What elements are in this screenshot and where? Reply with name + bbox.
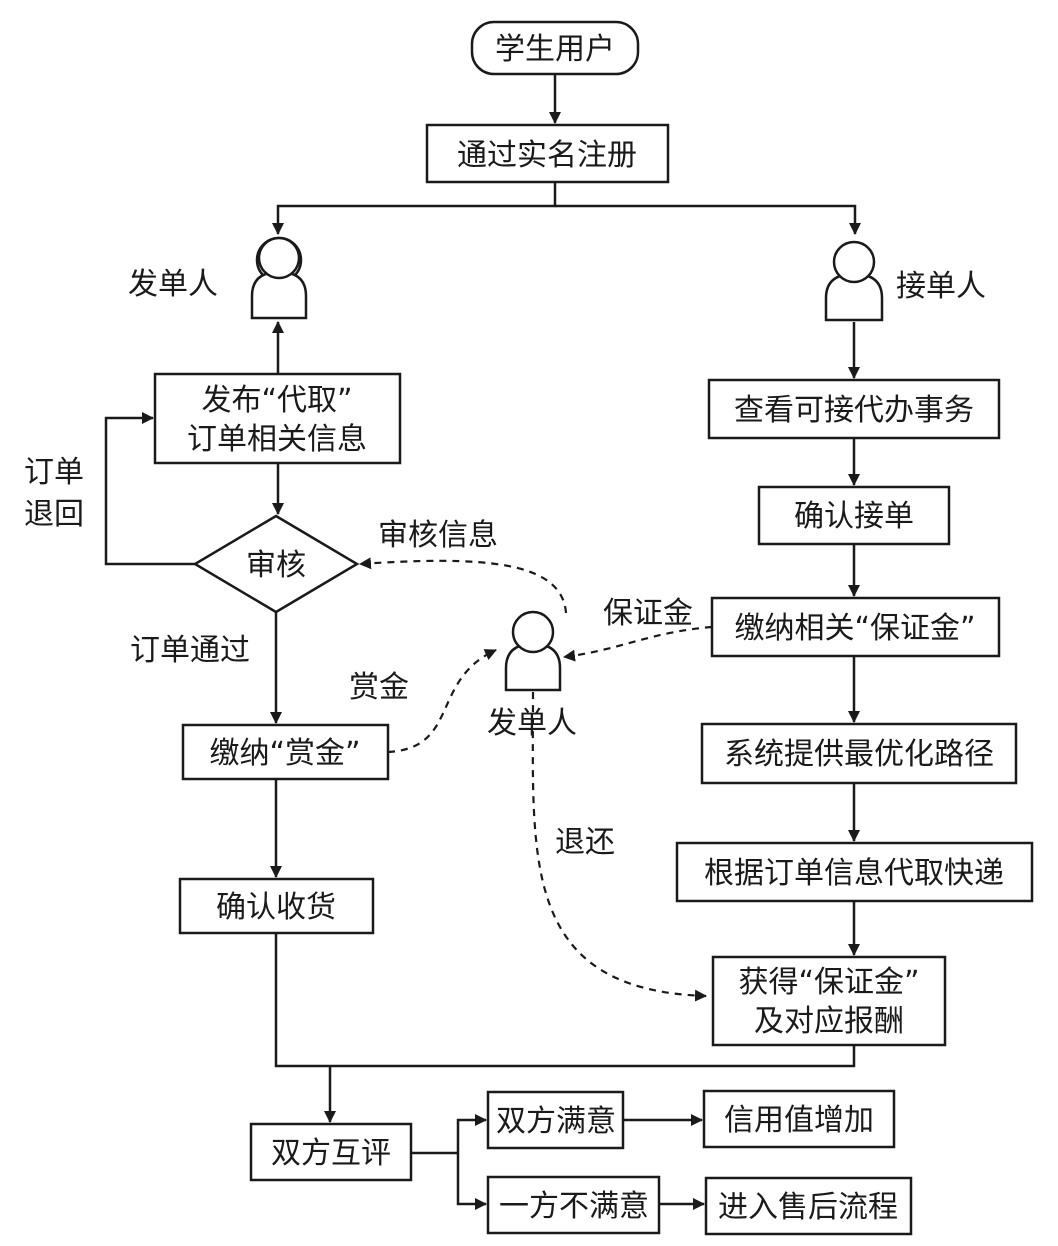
optimal-path-label: 系统提供最优化路径 (724, 737, 994, 772)
publisher-person-icon (250, 236, 308, 320)
view-tasks-label: 查看可接代办事务 (734, 393, 974, 428)
view-tasks-node (707, 378, 1001, 440)
order-return-line2: 退回 (24, 497, 84, 532)
register-node (425, 123, 670, 184)
mutual-review-node (249, 1122, 413, 1182)
student-user-label: 学生用户 (495, 32, 615, 67)
after-sales-label: 进入售后流程 (718, 1190, 898, 1225)
publish-order-line1: 发布“代取” (201, 383, 352, 418)
edge-review-return (104, 412, 195, 566)
one-unsatisfied-node (486, 1175, 661, 1235)
get-deposit-line2: 及对应报酬 (754, 1004, 904, 1039)
credit-increase-label: 信用值增加 (724, 1103, 874, 1138)
get-deposit-node (711, 955, 947, 1047)
edge-deposit-center (563, 625, 713, 662)
edge-confirm-merge (274, 933, 330, 1068)
mutual-review-label: 双方互评 (271, 1136, 391, 1171)
refund-label: 退还 (555, 825, 615, 860)
pay-deposit-node (710, 596, 1001, 658)
order-return-line1: 订单 (24, 455, 84, 490)
review-label: 审核 (246, 548, 306, 583)
confirm-receipt-node (178, 877, 375, 935)
edge-register-taker (555, 204, 861, 235)
confirm-order-label: 确认接单 (794, 499, 914, 534)
confirm-receipt-label: 确认收货 (216, 890, 336, 925)
pay-bounty-label: 缴纳“赏金” (209, 736, 360, 771)
order-pass-label: 订单通过 (130, 633, 250, 668)
publisher-label: 发单人 (128, 267, 218, 302)
edge-to-unsatisfied (456, 1153, 487, 1210)
get-deposit-line1: 获得“保证金” (738, 965, 919, 1000)
review-info-label: 审核信息 (378, 518, 498, 553)
pay-bounty-node (181, 723, 390, 781)
optimal-path-node (700, 722, 1018, 785)
edge-refund (531, 691, 707, 1002)
pickup-node (675, 841, 1034, 903)
deposit-label: 保证金 (603, 596, 693, 631)
taker-label: 接单人 (896, 269, 986, 304)
register-label: 通过实名注册 (457, 138, 637, 173)
credit-increase-node (702, 1089, 896, 1149)
edge-register-publisher (272, 182, 557, 235)
edge-bounty-center (387, 648, 497, 754)
both-satisfied-label: 双方满意 (496, 1104, 616, 1139)
after-sales-node (704, 1176, 913, 1236)
pickup-label: 根据订单信息代取快递 (704, 856, 1004, 891)
edge-review-info (359, 557, 568, 614)
bounty-label: 赏金 (349, 670, 409, 705)
edge-to-satisfied (456, 1114, 487, 1153)
publish-order-line2: 订单相关信息 (187, 422, 367, 457)
center-publisher-person-icon (504, 610, 562, 692)
both-satisfied-node (486, 1090, 625, 1150)
one-unsatisfied-label: 一方不满意 (499, 1189, 649, 1224)
edge-get-merge (330, 1045, 856, 1068)
taker-person-icon (824, 240, 884, 322)
pay-deposit-label: 缴纳相关“保证金” (734, 611, 975, 646)
